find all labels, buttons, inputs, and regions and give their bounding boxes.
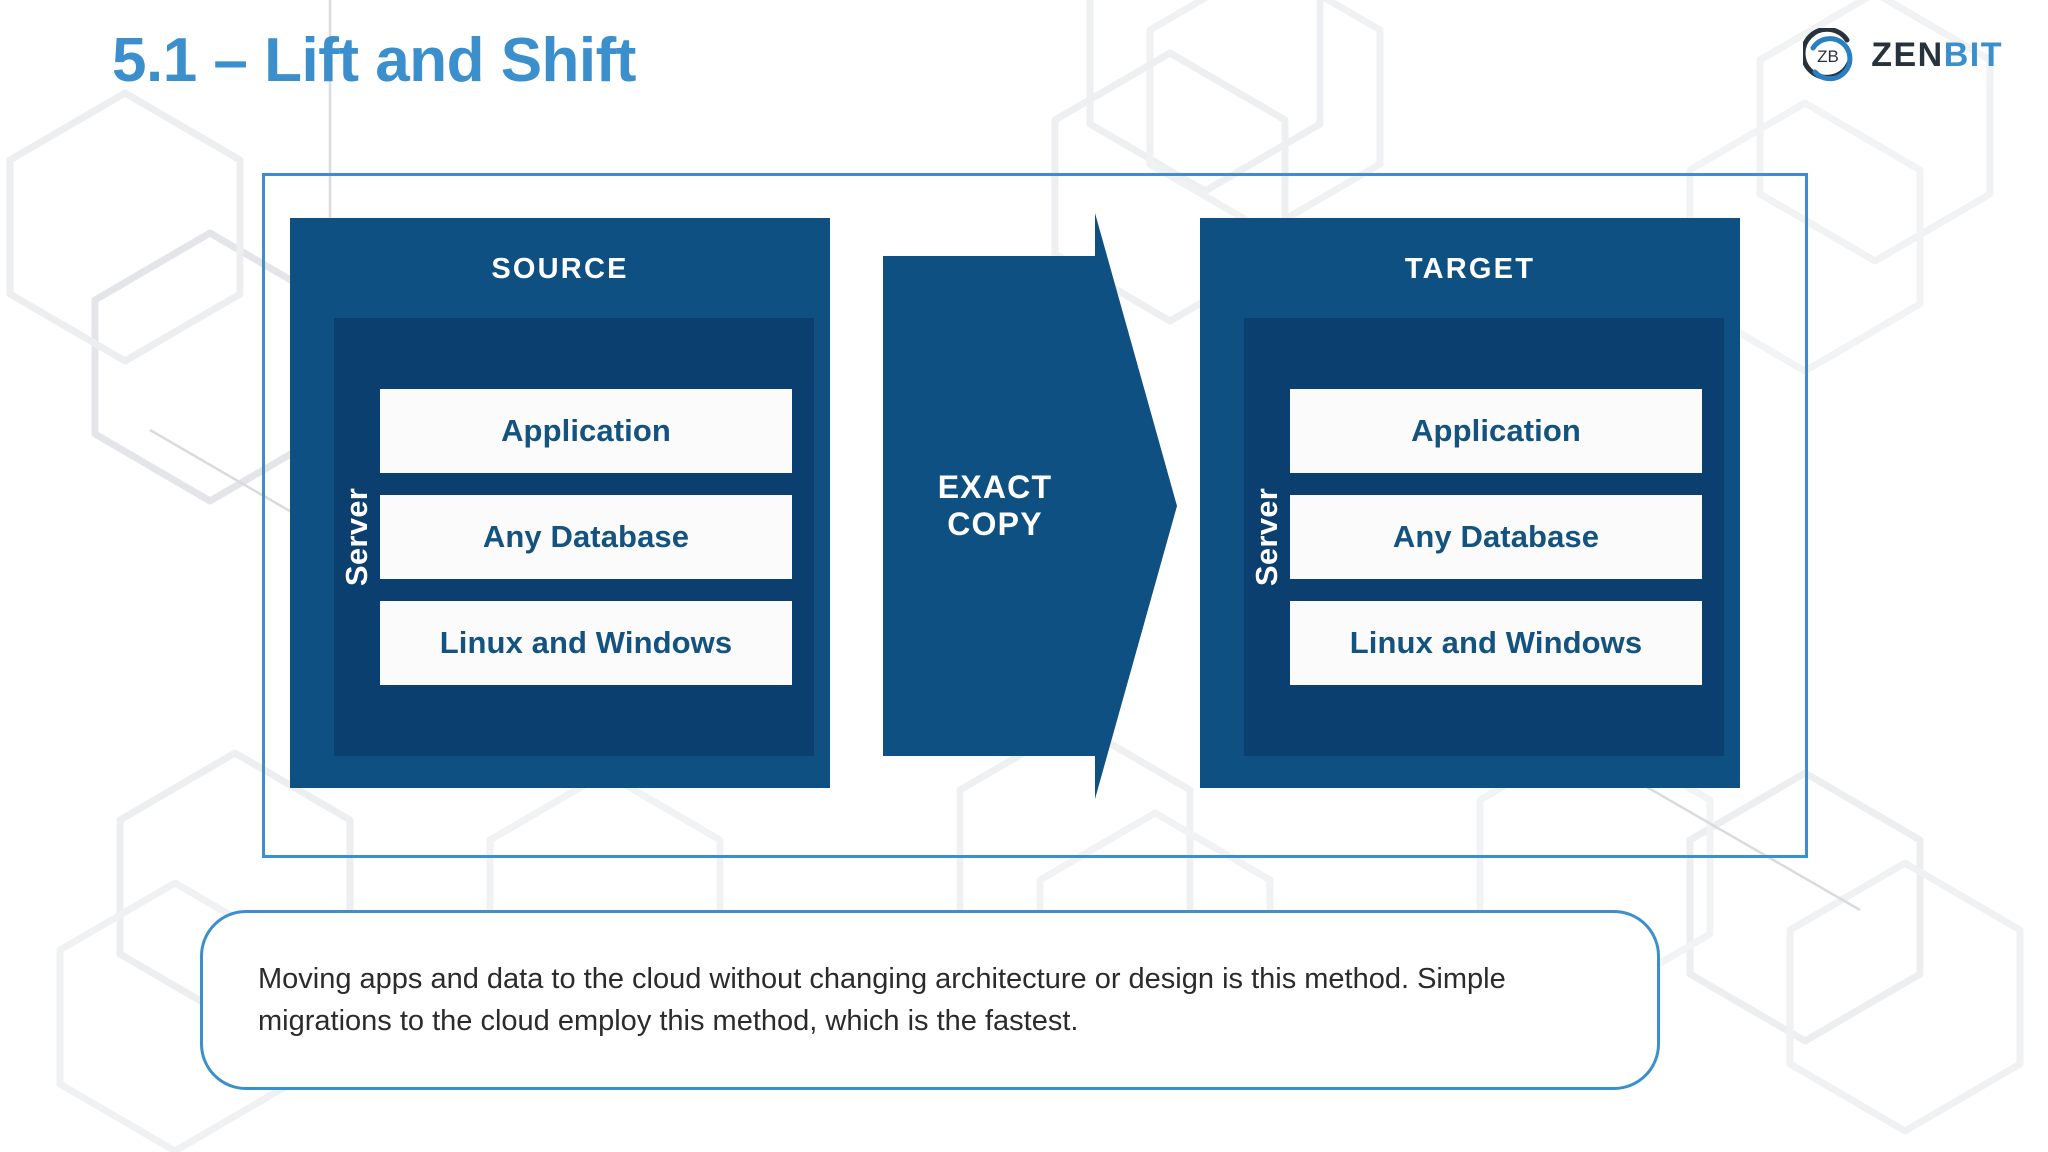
right-arrow-icon — [883, 213, 1177, 799]
source-panel-title: SOURCE — [491, 253, 629, 285]
target-card-application: Application — [1290, 389, 1702, 473]
target-card-any-database: Any Database — [1290, 495, 1702, 579]
target-panel: TARGET Server Application Any Database L… — [1200, 218, 1740, 788]
source-panel: SOURCE Server Application Any Database L… — [290, 218, 830, 788]
logo-wordmark: ZENBIT — [1871, 38, 2003, 72]
source-card-linux-and-windows: Linux and Windows — [380, 601, 792, 685]
source-card-list: Application Any Database Linux and Windo… — [380, 318, 792, 756]
caption-text: Moving apps and data to the cloud withou… — [258, 962, 1506, 1037]
page-title: 5.1 – Lift and Shift — [112, 26, 636, 95]
zenbit-circle-icon: ZB — [1800, 26, 1857, 82]
target-card-linux-and-windows: Linux and Windows — [1290, 601, 1702, 685]
caption-box: Moving apps and data to the cloud withou… — [200, 910, 1660, 1090]
source-card-any-database: Any Database — [380, 495, 792, 579]
logo-word-zen: ZEN — [1871, 36, 1944, 74]
target-panel-title: TARGET — [1404, 253, 1536, 285]
logo-mark-text: ZB — [1817, 47, 1839, 66]
target-card-list: Application Any Database Linux and Windo… — [1290, 318, 1702, 756]
source-card-application: Application — [380, 389, 792, 473]
logo-word-bit: BIT — [1943, 36, 2003, 74]
brand-logo: ZB ZENBIT — [1800, 26, 2003, 82]
exact-copy-arrow: EXACT COPY — [880, 210, 1180, 802]
